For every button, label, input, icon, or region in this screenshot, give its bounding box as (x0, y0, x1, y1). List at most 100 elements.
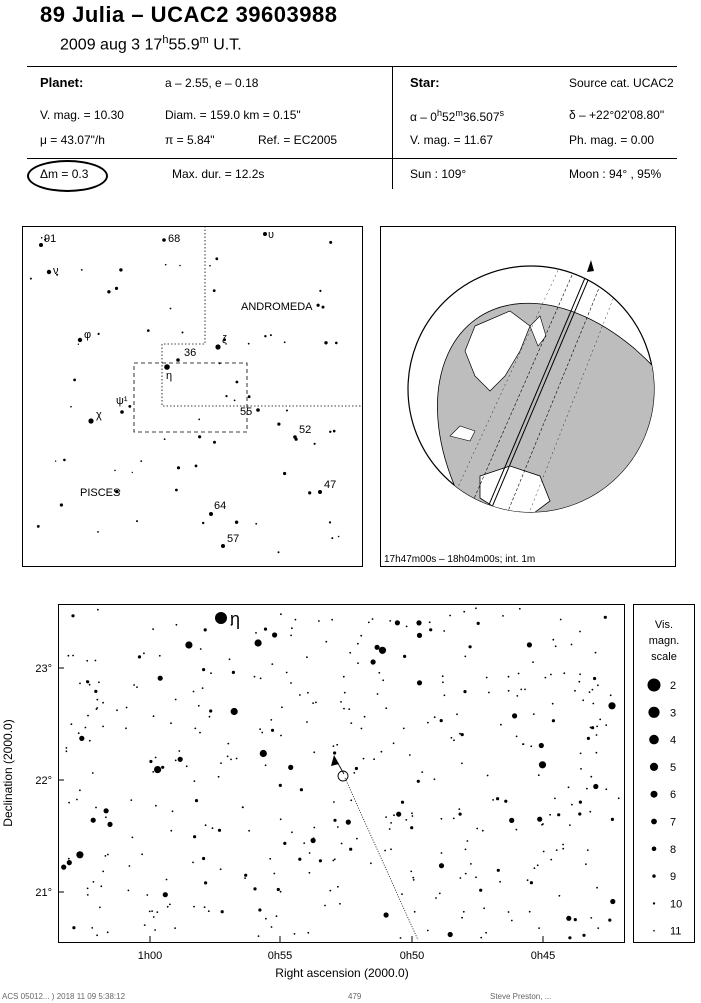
scale-label: 11 (670, 926, 681, 938)
field-star (520, 688, 523, 691)
field-star (524, 688, 526, 691)
field-star (438, 892, 441, 895)
finder-star (212, 289, 216, 292)
field-star (405, 625, 408, 628)
field-star (98, 681, 100, 684)
field-star (537, 816, 543, 822)
footer-mid: 479 (348, 992, 362, 1001)
field-star (373, 758, 375, 761)
moon-elongation: Moon : 94° , 95% (569, 167, 662, 181)
scale-dot (648, 706, 660, 718)
field-star (306, 721, 308, 723)
field-star (84, 726, 87, 729)
field-star (131, 836, 134, 839)
field-star (307, 691, 309, 694)
star-heading: Star: (410, 75, 440, 90)
field-star (595, 751, 598, 754)
field-star (349, 847, 353, 851)
field-star (280, 613, 282, 616)
field-star (532, 661, 534, 663)
field-star (275, 915, 278, 918)
field-star (339, 902, 341, 905)
finder-star (255, 522, 258, 525)
field-star (169, 903, 171, 906)
field-star (244, 873, 248, 877)
field-star (563, 672, 566, 675)
field-star (308, 852, 311, 854)
field-star (433, 778, 436, 781)
field-star (313, 826, 316, 829)
field-star (199, 648, 202, 650)
field-star (265, 917, 267, 920)
field-star (466, 840, 469, 842)
planet-motion: μ = 43.07"/h (40, 133, 105, 147)
y-tick-22: 22° (35, 775, 52, 787)
field-star (192, 690, 195, 693)
field-star (143, 924, 146, 926)
field-star (433, 716, 436, 719)
field-star (597, 927, 600, 929)
field-star (589, 810, 592, 813)
field-star (264, 764, 267, 767)
finder-star (36, 525, 40, 528)
field-star (589, 726, 592, 729)
field-star (211, 827, 214, 830)
field-star (464, 872, 467, 875)
field-star (403, 654, 407, 658)
field-star (280, 734, 282, 737)
field-star (90, 817, 96, 823)
x-tick-0h45: 0h45 (531, 950, 555, 962)
field-star (507, 911, 510, 913)
field-star (125, 706, 128, 709)
field-star (510, 919, 513, 922)
field-star (562, 847, 565, 850)
scale-label: 6 (670, 789, 676, 801)
field-star (312, 837, 315, 840)
field-star (427, 721, 429, 724)
field-star (360, 634, 363, 637)
field-star (599, 718, 602, 721)
field-star (94, 659, 97, 662)
scale-dot (649, 734, 659, 745)
finder-star (202, 521, 205, 525)
field-star (574, 689, 576, 692)
finder-star (136, 520, 138, 523)
field-star (428, 621, 431, 624)
field-star (174, 698, 177, 701)
field-star (148, 910, 151, 913)
field-star (79, 789, 81, 792)
field-star (518, 607, 521, 610)
field-star (255, 632, 257, 634)
finder-star (147, 329, 150, 332)
finder-star (319, 289, 322, 292)
finder-star (328, 521, 332, 524)
field-star (288, 764, 294, 770)
finder-star (213, 440, 216, 444)
field-star (410, 826, 414, 830)
label-68: 68 (168, 233, 180, 245)
field-star (557, 813, 561, 817)
field-star (610, 817, 615, 821)
scale-dot (650, 790, 658, 798)
field-star (79, 735, 85, 741)
field-star (290, 682, 292, 684)
field-star (566, 915, 572, 921)
event-datetime: 2009 aug 3 17h55.9m U.T. (60, 34, 242, 54)
field-star (226, 755, 229, 758)
field-star (481, 829, 484, 832)
globe-caption: 17h47m00s – 18h04m00s; int. 1m (384, 554, 535, 565)
label-nu: ν (53, 265, 59, 277)
field-star (389, 620, 392, 622)
field-star (517, 672, 520, 675)
field-star (202, 668, 206, 672)
field-star (313, 751, 316, 754)
field-star (588, 691, 591, 693)
field-star (149, 759, 153, 764)
planet-orbit: a – 2.55, e – 0.18 (165, 76, 259, 90)
field-star (197, 704, 200, 707)
finder-star (264, 335, 267, 338)
field-star (230, 624, 233, 626)
field-star (356, 837, 358, 840)
scale-label: 4 (670, 735, 676, 747)
field-star (278, 783, 282, 787)
